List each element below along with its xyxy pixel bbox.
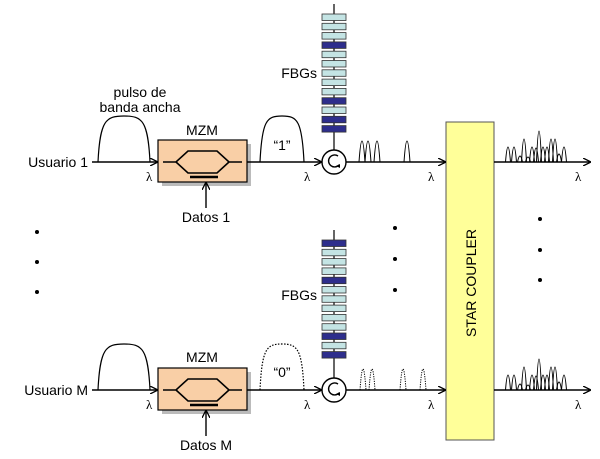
lambda-label: λ	[428, 169, 435, 184]
output-spectral-peak	[505, 146, 511, 163]
user-1-label: Usuario 1	[28, 154, 88, 170]
pulse-label-line1: pulso de	[114, 84, 167, 100]
fbg-grating	[321, 88, 347, 96]
fbgs-label-1: FBGs	[281, 65, 317, 81]
fbg-grating	[321, 115, 347, 124]
lambda-label: λ	[146, 169, 153, 184]
output-spectral-peak	[552, 138, 558, 163]
lambda-label: λ	[575, 169, 582, 184]
circulator-icon	[321, 377, 347, 403]
spectral-peak	[403, 140, 411, 163]
lambda-labels: λ λ λ λ λ λ λ λ	[146, 169, 582, 412]
output-spectral-peak	[533, 375, 539, 391]
spectral-peak	[358, 140, 366, 163]
mzm-label-1: MZM	[186, 122, 218, 138]
fbg-grating	[321, 276, 347, 285]
interferometer-arms	[163, 378, 242, 402]
lambda-label: λ	[304, 169, 311, 184]
output-spectral-peak	[536, 358, 542, 391]
fbg-grating	[321, 106, 347, 114]
fbg-grating	[321, 78, 347, 86]
spectral-peak	[364, 140, 372, 163]
star-coupler-label: STAR COUPLER	[463, 229, 479, 337]
broadband-pulse	[97, 343, 151, 391]
fbg-grating	[321, 295, 347, 303]
output-spectral-peak	[505, 374, 511, 391]
branch-user-1	[92, 4, 590, 208]
modulated-pulse	[259, 115, 305, 163]
star-coupler: STAR COUPLER	[445, 121, 495, 441]
output-spectral-peak	[561, 374, 567, 391]
fbg-grating	[321, 22, 347, 31]
fbg-grating	[321, 239, 347, 247]
spectral-peak	[359, 368, 367, 391]
lambda-label: λ	[575, 397, 582, 412]
fbg-grating	[321, 313, 347, 322]
bit-1-label: “1”	[273, 137, 290, 153]
fbg-grating	[321, 351, 347, 359]
spectral-peak	[373, 140, 381, 163]
ellipsis-dots	[35, 217, 542, 294]
output-spectral-peak	[533, 147, 539, 163]
fbg-grating	[321, 13, 347, 21]
output-spectral-peak	[556, 153, 562, 163]
mzm-modulator	[157, 139, 248, 183]
fbg-grating	[321, 41, 347, 49]
bit-m-label: “0”	[273, 364, 290, 380]
lambda-label: λ	[304, 397, 311, 412]
output-spectral-peak	[552, 366, 558, 391]
output-spectral-peak	[536, 130, 542, 163]
fbg-grating	[321, 50, 347, 59]
broadband-pulse	[97, 115, 151, 163]
output-spectral-peak	[521, 138, 527, 163]
data-m-label: Datos M	[180, 437, 232, 453]
data-1-label: Datos 1	[182, 209, 230, 225]
lambda-label: λ	[428, 397, 435, 412]
interferometer-arms	[163, 150, 242, 174]
fbg-grating	[321, 258, 347, 266]
circulator-arrowhead-icon	[336, 164, 340, 168]
fbg-grating	[321, 248, 347, 257]
mzm-modulator	[157, 367, 248, 411]
circulator-icon	[321, 149, 347, 175]
fbg-grating	[321, 32, 347, 40]
circulator-arrow-icon	[327, 154, 340, 168]
fbg-grating	[321, 286, 347, 294]
output-spectral-peak	[561, 146, 567, 163]
fbg-grating	[321, 323, 347, 331]
lambda-label: λ	[146, 397, 153, 412]
spectral-peak	[419, 368, 427, 391]
fbg-grating	[321, 97, 347, 105]
fbg-grating	[321, 304, 347, 313]
branch-user-m	[92, 230, 590, 436]
pulse-label-line2: banda ancha	[100, 99, 181, 115]
fbg-grating	[321, 69, 347, 77]
fbgs-label-m: FBGs	[281, 287, 317, 303]
spectral-peak	[368, 368, 376, 391]
mzm-label-m: MZM	[186, 349, 218, 365]
fbg-grating	[321, 332, 347, 340]
output-spectral-peak	[511, 374, 517, 391]
fbg-grating	[321, 125, 347, 133]
output-spectral-peak	[521, 366, 527, 391]
fbg-grating	[321, 60, 347, 68]
circulator-arrowhead-icon	[336, 392, 340, 396]
output-spectral-peak	[556, 381, 562, 391]
fbg-grating	[321, 267, 347, 275]
fbg-grating	[321, 341, 347, 350]
spectral-peak	[399, 368, 407, 391]
modulated-pulse	[259, 343, 305, 391]
circulator-arrow-icon	[327, 382, 340, 396]
user-m-label: Usuario M	[24, 382, 88, 398]
output-spectral-peak	[511, 146, 517, 163]
